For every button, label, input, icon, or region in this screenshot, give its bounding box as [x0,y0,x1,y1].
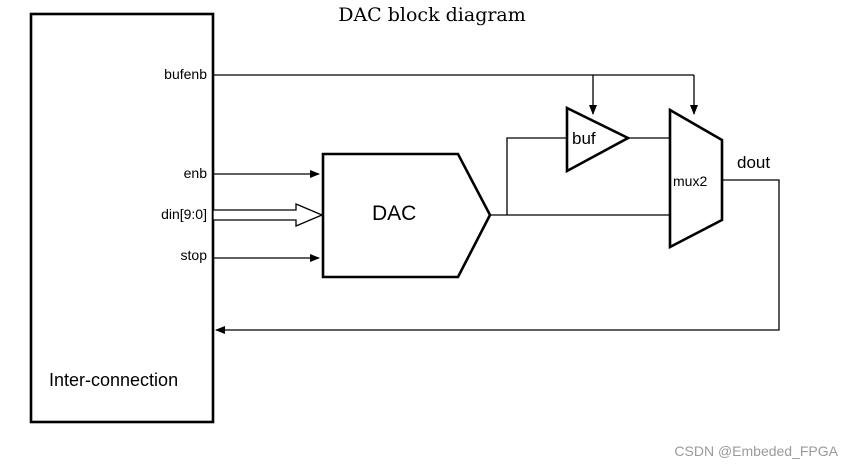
port-label-stop: stop [181,247,208,263]
buf-block [565,105,631,174]
bus-din [212,203,324,227]
interconnect-label: Inter-connection [49,370,178,390]
port-label-bufenb: bufenb [164,66,207,82]
wire-dout-feedback [215,179,780,334]
diagram-title: DAC block diagram [338,4,526,26]
mux2-block [668,107,724,250]
port-label-din: din[9:0] [161,206,207,222]
wire-dac-to-buf [506,137,567,215]
dac-label: DAC [372,202,416,225]
dac-block [321,152,492,279]
port-label-enb: enb [184,165,208,181]
interconnect-block [29,12,215,424]
mux2-label: mux2 [673,173,707,189]
watermark-text: CSDN @Embeded_FPGA [674,443,838,459]
dout-label: dout [737,153,770,172]
buf-label: buf [572,129,596,148]
